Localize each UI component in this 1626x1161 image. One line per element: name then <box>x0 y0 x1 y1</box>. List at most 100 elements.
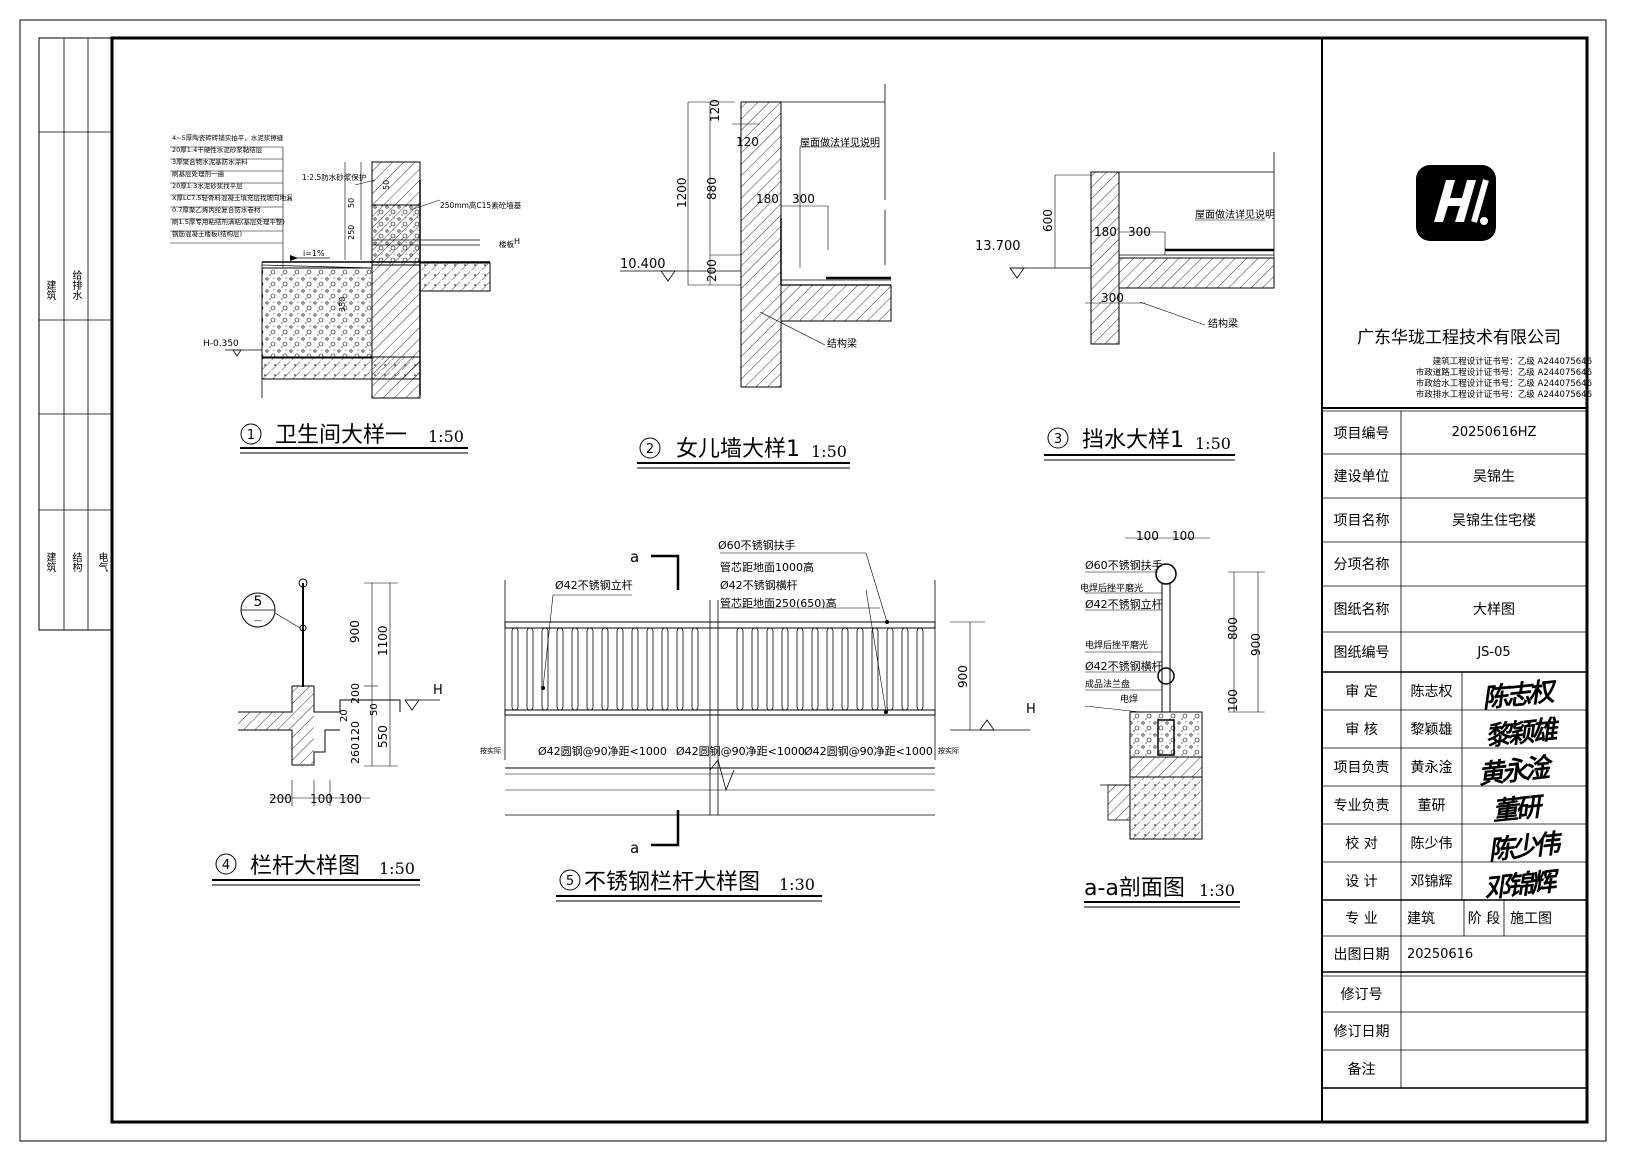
tb-name-design: 邓锦辉 <box>1410 874 1453 890</box>
railing-dim-6: 120 <box>349 721 362 742</box>
title-block-grid <box>1322 407 1587 1089</box>
toilet-note-5: 20厚1:3水泥砂浆找平层 <box>172 181 243 190</box>
cert-line-1: 建筑工程设计证书号：乙级 A244075646 <box>1432 357 1592 367</box>
steel-label-rail-height: 管芯距地面250(650)高 <box>720 596 837 610</box>
railing-title: 栏杆大样图 <box>250 854 360 879</box>
waterstop-scale: 1:50 <box>1195 434 1231 453</box>
aa-label-handrail: Ø60不锈钢扶手 <box>1085 558 1163 572</box>
tb-value-sub-item <box>1401 542 1587 586</box>
aa-label-post: Ø42不锈钢立杆 <box>1085 597 1163 611</box>
steel-label-rail: Ø42不锈钢横杆 <box>720 578 798 592</box>
detail-toilet: 4~5厚陶瓷砖砖铺实拍平，水泥浆擦缝 20厚1:4干硬性水泥砂浆黏结层 3厚聚合… <box>170 133 522 454</box>
detail-water-stop: 屋面做法详见说明 结构梁 13.700 600 180 300 300 3 挡水… <box>975 152 1275 461</box>
tb-label-project-no: 项目编号 <box>1333 425 1390 442</box>
baluster <box>856 627 864 711</box>
baluster <box>736 627 744 711</box>
tb-label-project-name: 项目名称 <box>1333 513 1390 529</box>
baluster <box>811 627 819 711</box>
railing-dim-3: 200 <box>349 683 362 704</box>
cert-line-4: 市政排水工程设计证书号：乙级 A244075646 <box>1415 390 1592 400</box>
steel-edge-left: 按实际 <box>480 746 501 755</box>
steel-label-handrail: Ø60不锈钢扶手 <box>718 538 796 552</box>
railing-callout-num: 5 <box>254 594 263 610</box>
tb-label-remark: 备注 <box>1347 1062 1376 1078</box>
steel-spacing-1: Ø42圆钢@90净距<1000 <box>538 744 667 758</box>
tb-value-project-no: 20250616HZ <box>1451 425 1537 440</box>
baluster <box>901 627 909 711</box>
left-strip-plumbing: 给排水 <box>70 270 81 300</box>
toilet-dim-4: 350 <box>338 297 347 312</box>
aa-dim-5: 100 <box>1226 689 1240 712</box>
steel-level: H <box>1026 702 1036 717</box>
baluster <box>841 627 849 711</box>
steel-section-mark-top: a <box>630 548 639 566</box>
railing-dim-7: 260 <box>349 743 362 764</box>
toilet-note-2: 20厚1:4干硬性水泥砂浆黏结层 <box>172 145 263 154</box>
aa-label-rail: Ø42不锈钢横杆 <box>1085 659 1163 673</box>
baluster <box>616 627 624 711</box>
parapet-title-num: 2 <box>646 442 654 457</box>
baluster <box>751 627 759 711</box>
steel-edge-right: 按实际 <box>938 746 959 755</box>
aa-label-weld-3: 电焊 <box>1120 693 1138 705</box>
parapet-note-roof: 屋面做法详见说明 <box>800 136 880 149</box>
left-strip <box>38 37 113 631</box>
parapet-dim-2: 1200 <box>675 177 689 208</box>
baluster <box>886 627 894 711</box>
toilet-title-num: 1 <box>247 428 255 443</box>
signature-design: 邓锦辉 <box>1482 867 1555 905</box>
aa-dim-3: 800 <box>1226 617 1240 640</box>
steel-title: 不锈钢栏杆大样图 <box>584 870 760 895</box>
baluster <box>676 627 684 711</box>
tb-name-approve: 陈志权 <box>1410 684 1453 700</box>
tb-value-client: 吴锦生 <box>1473 469 1515 485</box>
tb-role-check: 校 对 <box>1345 836 1378 852</box>
aa-scale: 1:30 <box>1199 881 1235 900</box>
baluster <box>631 627 639 711</box>
signature-approve: 陈志权 <box>1480 677 1553 715</box>
tb-label-specialty: 专 业 <box>1345 911 1378 927</box>
tb-label-issue-date: 出图日期 <box>1333 947 1390 963</box>
toilet-label-h: H <box>514 237 520 246</box>
toilet-label-wall: 250mm高C15素砼墙基 <box>440 200 522 210</box>
parapet-dim-6: 180 <box>756 192 779 206</box>
railing-dim-11: 100 <box>339 792 362 806</box>
toilet-note-1: 4~5厚陶瓷砖砖铺实拍平，水泥浆擦缝 <box>172 133 284 142</box>
tb-value-specialty: 建筑 <box>1407 911 1435 927</box>
cert-line-2: 市政道路工程设计证书号：乙级 A244075646 <box>1415 368 1592 378</box>
baluster <box>826 627 834 711</box>
toilet-label-slope: i=1% <box>303 249 325 258</box>
baluster <box>586 627 594 711</box>
toilet-note-7: 0.7厚聚乙烯丙纶复合防水卷材 <box>172 205 261 214</box>
tb-role-project-lead: 项目负责 <box>1333 760 1390 776</box>
baluster <box>601 627 609 711</box>
railing-dim-8: 550 <box>376 725 390 748</box>
steel-title-num: 5 <box>566 874 574 889</box>
detail-section-aa: Ø60不锈钢扶手 电焊后挫平磨光 Ø42不锈钢立杆 电焊后挫平磨光 Ø42不锈钢… <box>1080 529 1265 908</box>
baluster <box>646 627 654 711</box>
left-strip-architecture-2: 建筑 <box>44 552 55 572</box>
baluster <box>541 627 549 711</box>
toilet-dim-1: 50 <box>347 198 356 208</box>
steel-scale: 1:30 <box>779 875 815 894</box>
tb-label-revision-date: 修订日期 <box>1333 1024 1390 1040</box>
railing-scale: 1:50 <box>379 859 415 878</box>
waterstop-dim-1: 600 <box>1041 209 1055 232</box>
baluster <box>691 627 699 711</box>
waterstop-dim-4: 300 <box>1101 291 1124 305</box>
railing-title-num: 4 <box>222 858 230 873</box>
steel-dim-height: 900 <box>956 665 970 688</box>
baluster <box>796 627 804 711</box>
signature-project-lead: 黄永淦 <box>1476 753 1549 791</box>
tb-label-client: 建设单位 <box>1333 469 1390 485</box>
toilet-note-8: 刷1.5厚专用粘结剂满粘(基层处理平整) <box>172 217 285 226</box>
waterstop-title-num: 3 <box>1054 432 1062 447</box>
baluster <box>781 627 789 711</box>
steel-label-post: Ø42不锈钢立杆 <box>555 578 633 592</box>
parapet-note-beam: 结构梁 <box>827 337 857 350</box>
toilet-note-3: 3厚聚合物水泥基防水涂料 <box>172 157 248 166</box>
steel-section-mark-bottom: a <box>630 839 639 857</box>
tb-role-discipline-lead: 专业负责 <box>1333 798 1390 814</box>
tb-label-drawing-no: 图纸编号 <box>1333 645 1390 661</box>
